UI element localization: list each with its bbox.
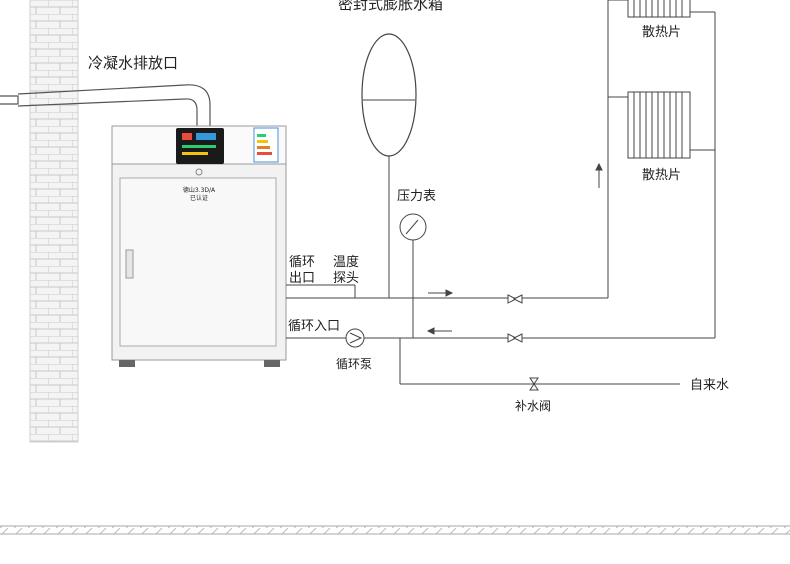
temp-probe-label-line2: 探头 <box>333 271 359 286</box>
makeup-water-line <box>399 338 680 385</box>
outlet-label-line2: 出口 <box>289 271 315 286</box>
pump-label: 循环泵 <box>336 357 372 371</box>
brick-wall <box>29 0 79 443</box>
inlet-label: 循环入口 <box>288 319 340 334</box>
condensate-label: 冷凝水排放口 <box>88 54 178 72</box>
outlet-label-line1: 循环 <box>289 255 315 270</box>
boiler: 德山3.3D/A 已认证 <box>111 125 287 367</box>
return-valve <box>507 333 523 343</box>
makeup-valve-label: 补水阀 <box>515 399 551 413</box>
boiler-cert: 已认证 <box>190 194 208 202</box>
tank-label: 密封式膨胀水箱 <box>338 0 443 13</box>
boiler-handle <box>125 249 134 279</box>
radiator-middle <box>627 91 691 159</box>
energy-label <box>253 127 279 163</box>
circulation-pump-symbol <box>345 328 365 348</box>
radiator-middle-label: 散热片 <box>642 168 681 183</box>
ground-line <box>0 525 790 535</box>
flue-pipe <box>0 84 211 126</box>
pressure-gauge-label: 压力表 <box>397 189 436 204</box>
boiler-brand: 德山3.3D/A <box>183 186 216 194</box>
supply-valve <box>507 294 523 304</box>
radiator-top <box>627 0 691 18</box>
expansion-tank <box>361 33 417 157</box>
pressure-gauge-symbol <box>399 213 427 338</box>
temp-probe-label-line1: 温度 <box>333 254 359 270</box>
radiator-top-label: 散热片 <box>642 25 681 40</box>
flow-arrows <box>426 162 603 335</box>
makeup-valve-symbol <box>529 377 539 391</box>
supply-line <box>286 0 628 299</box>
tap-water-label: 自来水 <box>690 378 729 393</box>
